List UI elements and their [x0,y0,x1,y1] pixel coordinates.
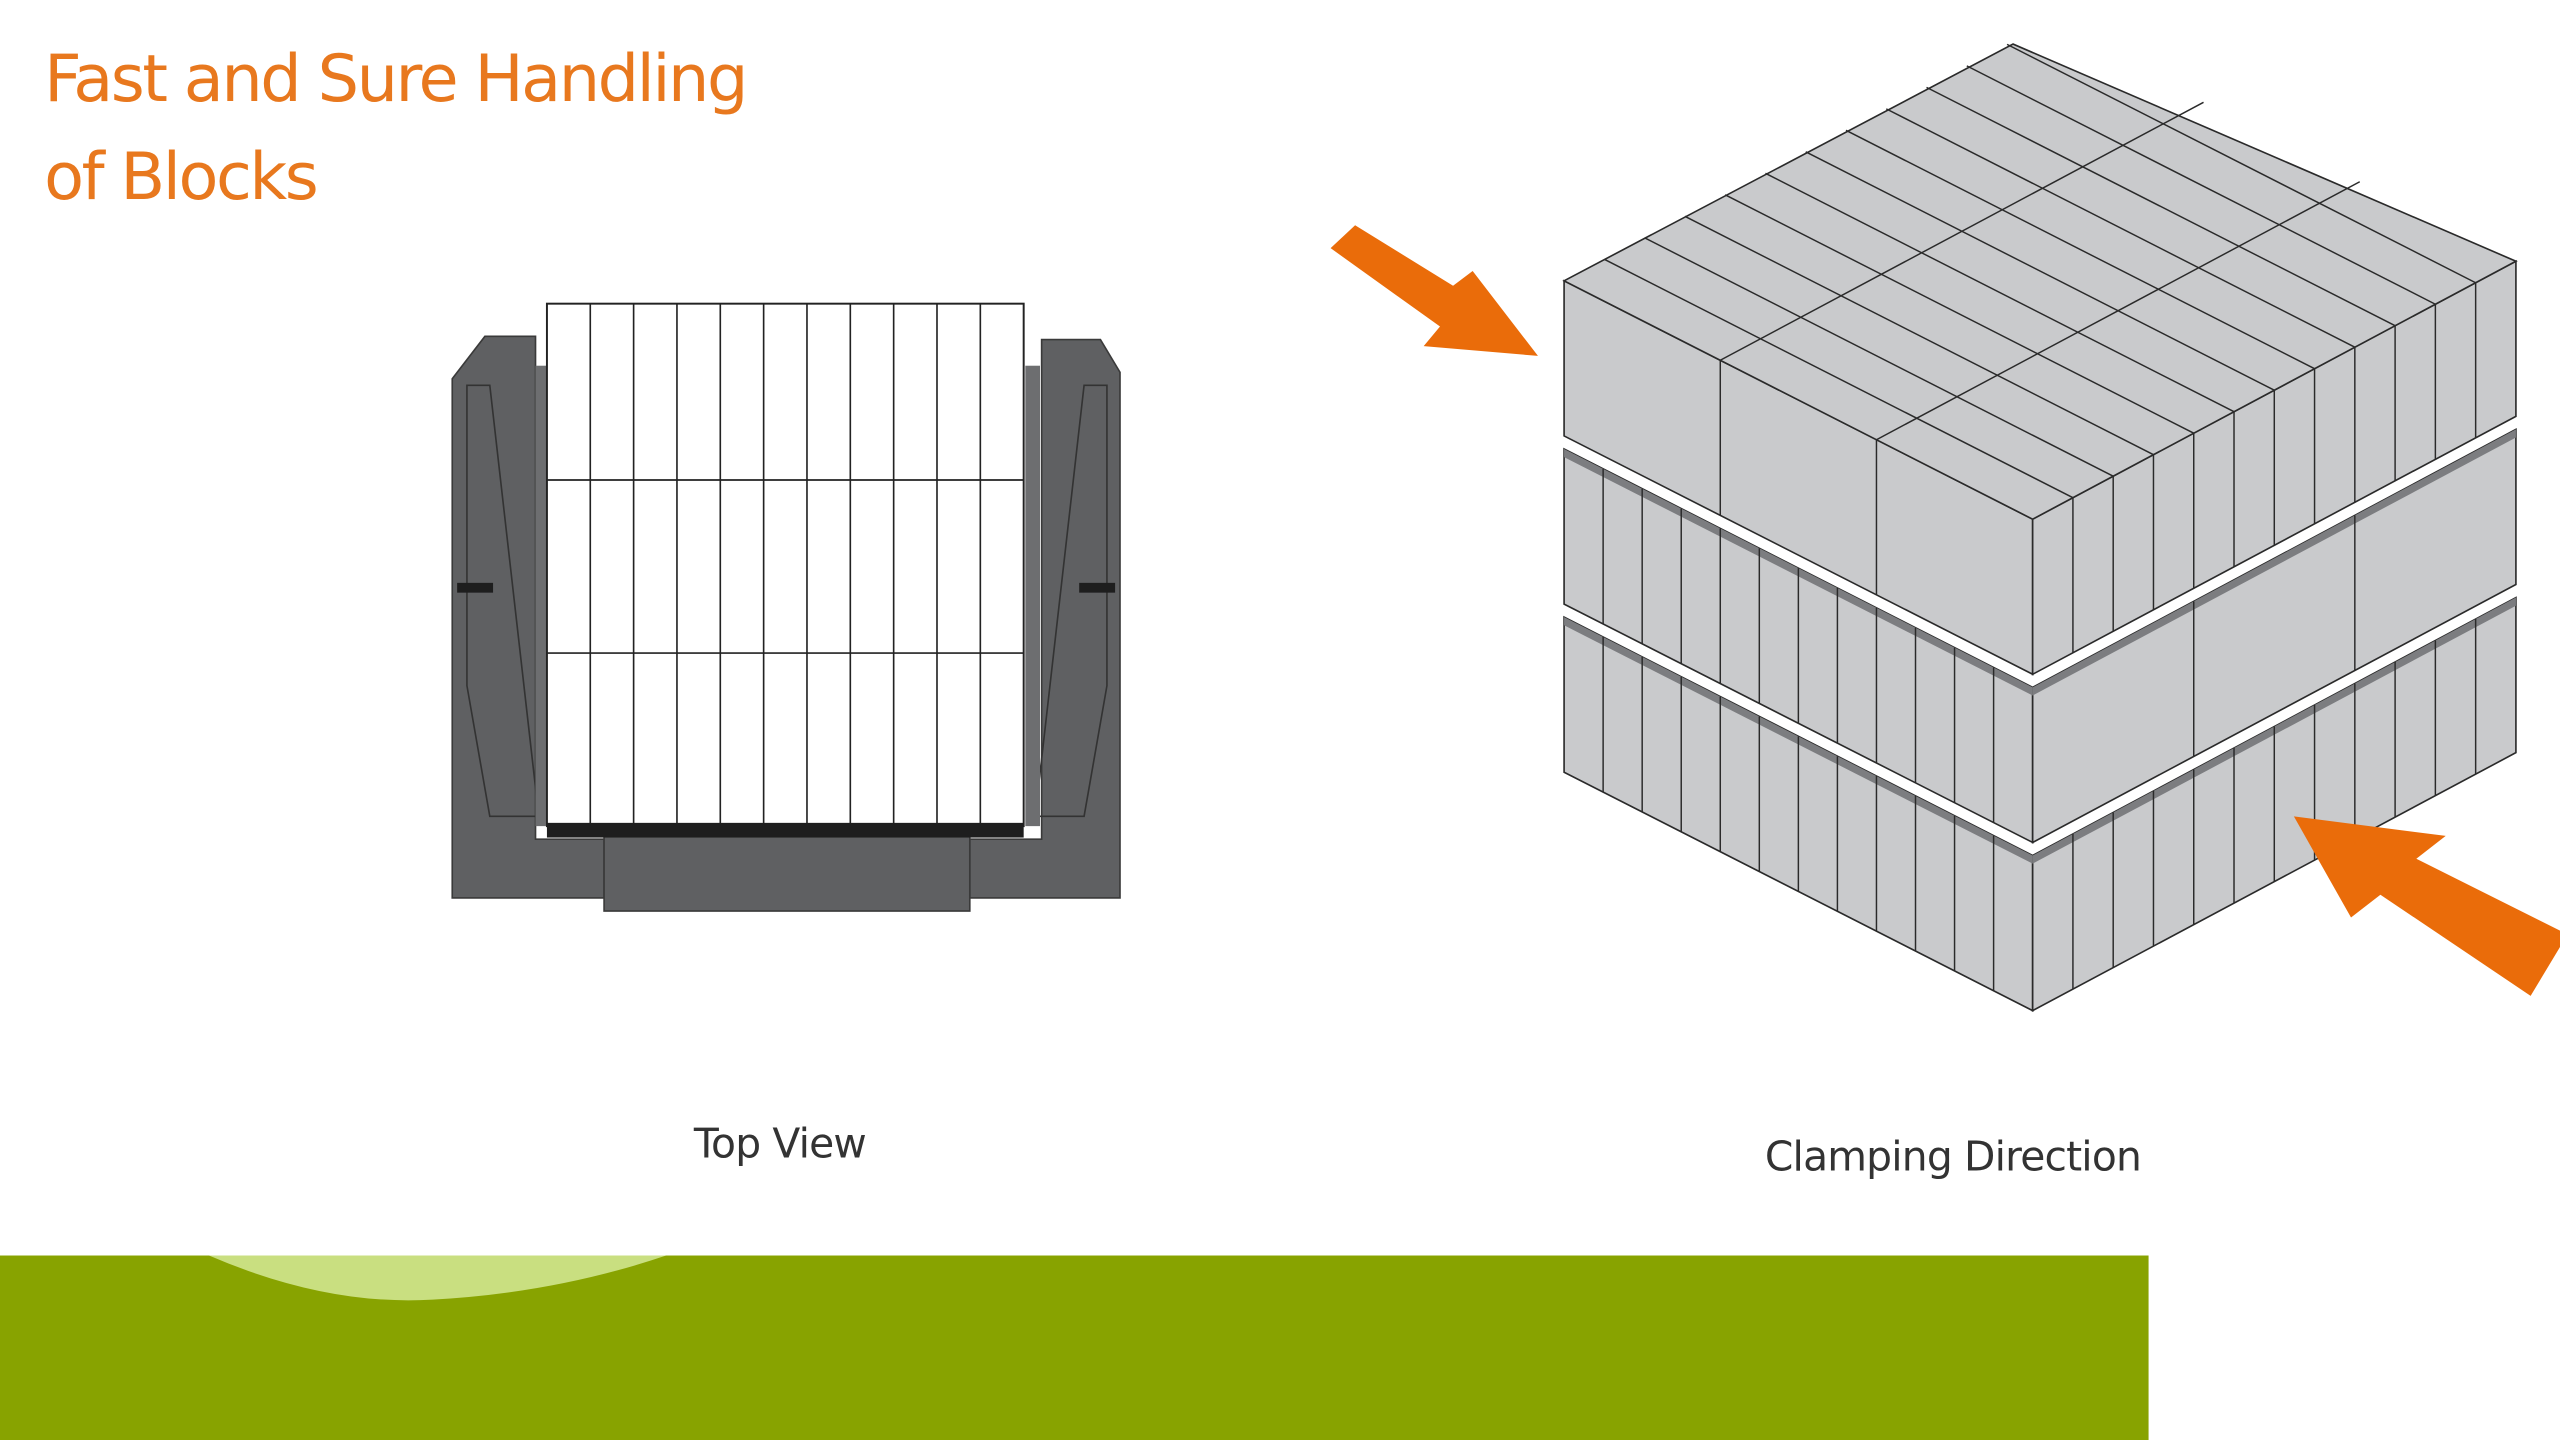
top-view-diagram [451,302,1121,912]
clamp-base [603,835,971,912]
left-clamp-contact [535,365,549,827]
clamp-bottom-plate [546,822,1024,838]
top-block-line [1805,151,2275,391]
left-clamp-pad [466,384,540,818]
clamping-arrow-right-icon [2293,816,2560,996]
left-clamp-bar [457,582,494,593]
top-block-line [1966,65,2436,305]
caption-clamping-direction: Clamping Direction [1765,1133,2141,1181]
right-clamp-contact [1025,365,1040,827]
right-clamp-arm [968,338,1121,899]
layer-gap-shadow [2032,429,2516,696]
top-block-line [1765,172,2235,413]
top-view-block-grid [545,302,1025,828]
slide-title-line-2: of Blocks [44,139,316,215]
clamping-arrow-left-icon [1330,225,1538,356]
top-block-line [2006,43,2476,284]
top-block-line [1926,86,2396,327]
caption-top-view: Top View [693,1120,866,1168]
top-block-line [1876,181,2361,441]
top-block-line [1684,215,2154,456]
footer-accent-shape [208,1255,667,1301]
right-clamp-bar [1079,582,1116,593]
slide-title-line-1: Fast and Sure Handling [44,41,746,117]
top-block-line [1845,129,2315,370]
block-grid-outline [545,302,1025,828]
top-block-line [1724,194,2195,434]
left-clamp-arm [451,335,605,899]
top-block-line [1885,108,2356,348]
block-stack-top-face [1562,43,2518,521]
block-stack-3d [1562,43,2518,1012]
top-block-line [1604,258,2074,499]
top-block-line [1644,237,2114,477]
right-clamp-pad [1034,384,1108,818]
top-block-line [1719,101,2204,361]
